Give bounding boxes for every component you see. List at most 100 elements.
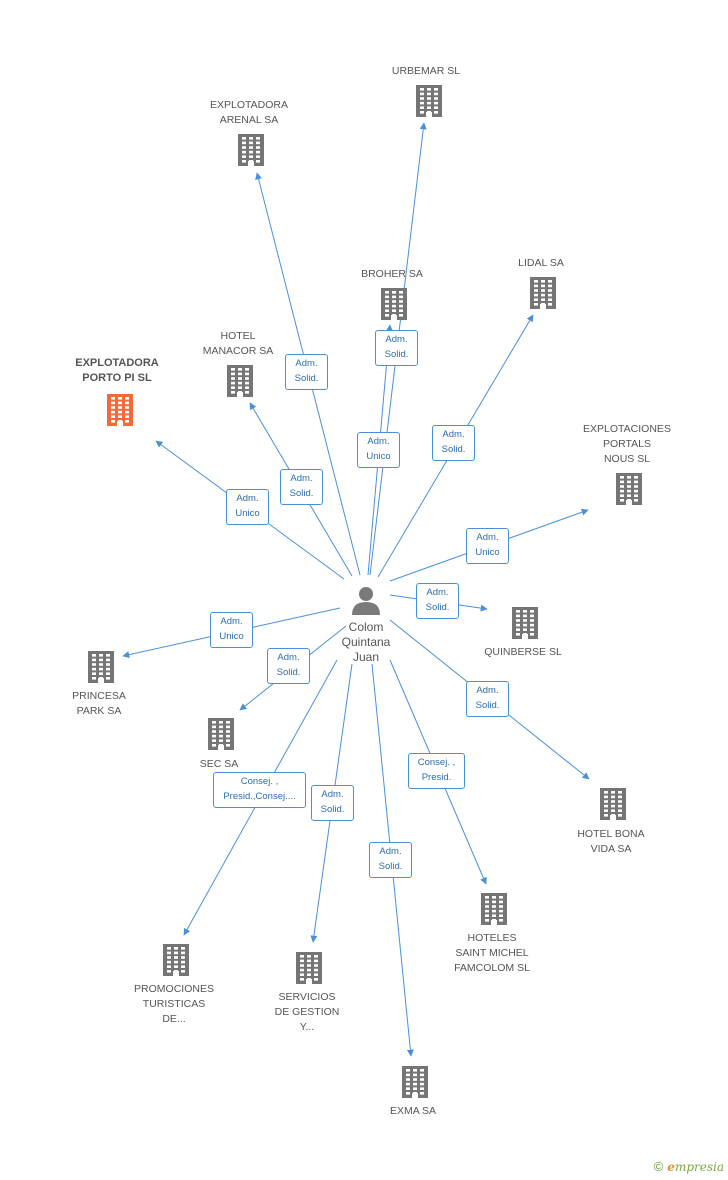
building-icon bbox=[296, 952, 322, 984]
company-node-hotel-bona-vida[interactable]: HOTEL BONA VIDA SA bbox=[541, 827, 681, 857]
company-name-line: PRINCESA bbox=[72, 690, 126, 702]
edge-label-line: Adm. bbox=[321, 789, 344, 800]
company-node-quinberse[interactable]: QUINBERSE SL bbox=[453, 645, 593, 660]
edge-label-line: Consej. , bbox=[240, 776, 279, 787]
edge-label-exma[interactable]: Adm. Solid. bbox=[369, 842, 412, 878]
edge-label-explotadora-arenal[interactable]: Adm. Solid. bbox=[285, 354, 328, 390]
company-node-promociones-turisticas[interactable]: PROMOCIONES TURISTICAS DE... bbox=[104, 982, 244, 1027]
edge-label-line: Solid. bbox=[425, 602, 450, 613]
building-icon bbox=[416, 85, 442, 117]
building-icon bbox=[381, 288, 407, 320]
edge-label-explotadora-porto-pi[interactable]: Adm. Unico bbox=[226, 489, 269, 525]
building-icon bbox=[238, 134, 264, 166]
edge-label-line: Solid. bbox=[320, 804, 345, 815]
edge-label-line: Adm. bbox=[236, 493, 259, 504]
edge-label-line: Adm. bbox=[442, 429, 465, 440]
company-name-line: Y... bbox=[299, 1021, 315, 1033]
copyright-icon: © bbox=[653, 1159, 664, 1174]
edge-label-line: Solid. bbox=[289, 488, 314, 499]
edge-label-line: Adm. bbox=[277, 652, 300, 663]
edge-label-hotel-bona-vida[interactable]: Adm. Solid. bbox=[466, 681, 509, 717]
edge-label-quinberse[interactable]: Adm.Solid. bbox=[416, 583, 459, 619]
building-icon bbox=[402, 1066, 428, 1098]
company-name-line: FAMCOLOM SL bbox=[454, 962, 530, 974]
edge-label-servicios-gestion[interactable]: Adm. Solid. bbox=[311, 785, 354, 821]
edge-label-line: Presid. bbox=[421, 772, 452, 783]
edge-label-line: Solid. bbox=[441, 444, 466, 455]
edge-label-sec[interactable]: Adm.Solid. bbox=[267, 648, 310, 684]
company-node-broher[interactable]: BROHER SA bbox=[322, 267, 462, 282]
building-icon bbox=[600, 788, 626, 820]
company-name-line: DE GESTION bbox=[274, 1006, 340, 1018]
company-name-line: EXMA SA bbox=[389, 1105, 437, 1117]
edge-label-line: Adm. bbox=[476, 532, 499, 543]
edge-label-line: Solid. bbox=[378, 861, 403, 872]
edge-label-line: Solid. bbox=[294, 373, 319, 384]
building-icon bbox=[227, 365, 253, 397]
edge-label-line: Unico bbox=[366, 451, 391, 462]
edge-label-line: Unico bbox=[219, 631, 244, 642]
edge-label-line: Adm. bbox=[379, 846, 402, 857]
edge-label-line: Unico bbox=[475, 547, 500, 558]
company-node-hotel-manacor[interactable]: HOTEL MANACOR SA bbox=[168, 329, 308, 359]
company-name-line: BROHER SA bbox=[361, 268, 423, 280]
company-node-sec[interactable]: SEC SA bbox=[149, 757, 289, 772]
company-name-line: VIDA SA bbox=[590, 843, 632, 855]
company-node-lidal[interactable]: LIDAL SA bbox=[471, 256, 611, 271]
company-name-line: ARENAL SA bbox=[219, 114, 279, 126]
company-name-line: SEC SA bbox=[199, 758, 239, 770]
edge-label-promociones-turisticas[interactable]: Consej. , Presid.,Consej.... bbox=[213, 772, 306, 808]
edge-label-line: Presid.,Consej.... bbox=[223, 791, 296, 802]
building-icon bbox=[512, 607, 538, 639]
edge-label-lidal[interactable]: Adm. Solid. bbox=[432, 425, 475, 461]
building-icon bbox=[481, 893, 507, 925]
company-node-urbemar[interactable]: URBEMAR SL bbox=[356, 64, 496, 79]
company-node-exma[interactable]: EXMA SA bbox=[343, 1104, 483, 1119]
edge-label-hotel-manacor[interactable]: Adm. Solid. bbox=[280, 469, 323, 505]
company-name-line: QUINBERSE SL bbox=[484, 646, 562, 658]
edge-label-line: Solid. bbox=[384, 349, 409, 360]
building-icon bbox=[107, 394, 133, 426]
person-name-line: Quintana bbox=[341, 635, 391, 649]
company-name-line: URBEMAR SL bbox=[391, 65, 461, 77]
company-name-line: LIDAL SA bbox=[518, 257, 564, 269]
edge-label-line: Adm. bbox=[476, 685, 499, 696]
building-icon bbox=[88, 651, 114, 683]
building-icon bbox=[208, 718, 234, 750]
company-name-line: TURISTICAS bbox=[142, 998, 206, 1010]
company-name-line: MANACOR SA bbox=[202, 345, 274, 357]
edge-label-urbemar[interactable]: Adm. Unico bbox=[357, 432, 400, 468]
copyright-notice: ©empresia bbox=[654, 1159, 724, 1174]
company-name-line: EXPLOTADORA bbox=[210, 99, 288, 111]
edge-label-line: Adm. bbox=[367, 436, 390, 447]
edge-label-explotaciones-portals[interactable]: Adm. Unico bbox=[466, 528, 509, 564]
company-node-explotadora-arenal[interactable]: EXPLOTADORA ARENAL SA bbox=[179, 98, 319, 128]
edge-label-princesa-park[interactable]: Adm. Unico bbox=[210, 612, 253, 648]
company-name-line: HOTELES bbox=[467, 932, 517, 944]
edge-label-line: Adm. bbox=[295, 358, 318, 369]
empresia-logo: empresia bbox=[667, 1160, 724, 1174]
company-name-line: PROMOCIONES bbox=[134, 983, 214, 995]
building-icon bbox=[530, 277, 556, 309]
company-name-line: PARK SA bbox=[76, 705, 122, 717]
edge-label-line: Solid. bbox=[475, 700, 500, 711]
edge-label-line: Adm. bbox=[385, 334, 408, 345]
edge-label-line: Adm. bbox=[220, 616, 243, 627]
company-node-princesa-park[interactable]: PRINCESA PARK SA bbox=[29, 689, 169, 719]
company-name-line: HOTEL bbox=[220, 330, 256, 342]
edge-label-broher[interactable]: Adm. Solid. bbox=[375, 330, 418, 366]
company-name-line: PORTALS bbox=[602, 438, 652, 450]
person-name-line: Colom bbox=[348, 620, 384, 634]
building-icon bbox=[616, 473, 642, 505]
company-name-line: DE... bbox=[162, 1013, 186, 1025]
company-name-line: EXPLOTACIONES bbox=[583, 423, 671, 435]
edge-label-hoteles-saint-michel[interactable]: Consej. ,Presid. bbox=[408, 753, 465, 789]
edge-label-line: Adm. bbox=[290, 473, 313, 484]
company-name-line: HOTEL BONA bbox=[577, 828, 645, 840]
edge-label-line: Unico bbox=[235, 508, 260, 519]
